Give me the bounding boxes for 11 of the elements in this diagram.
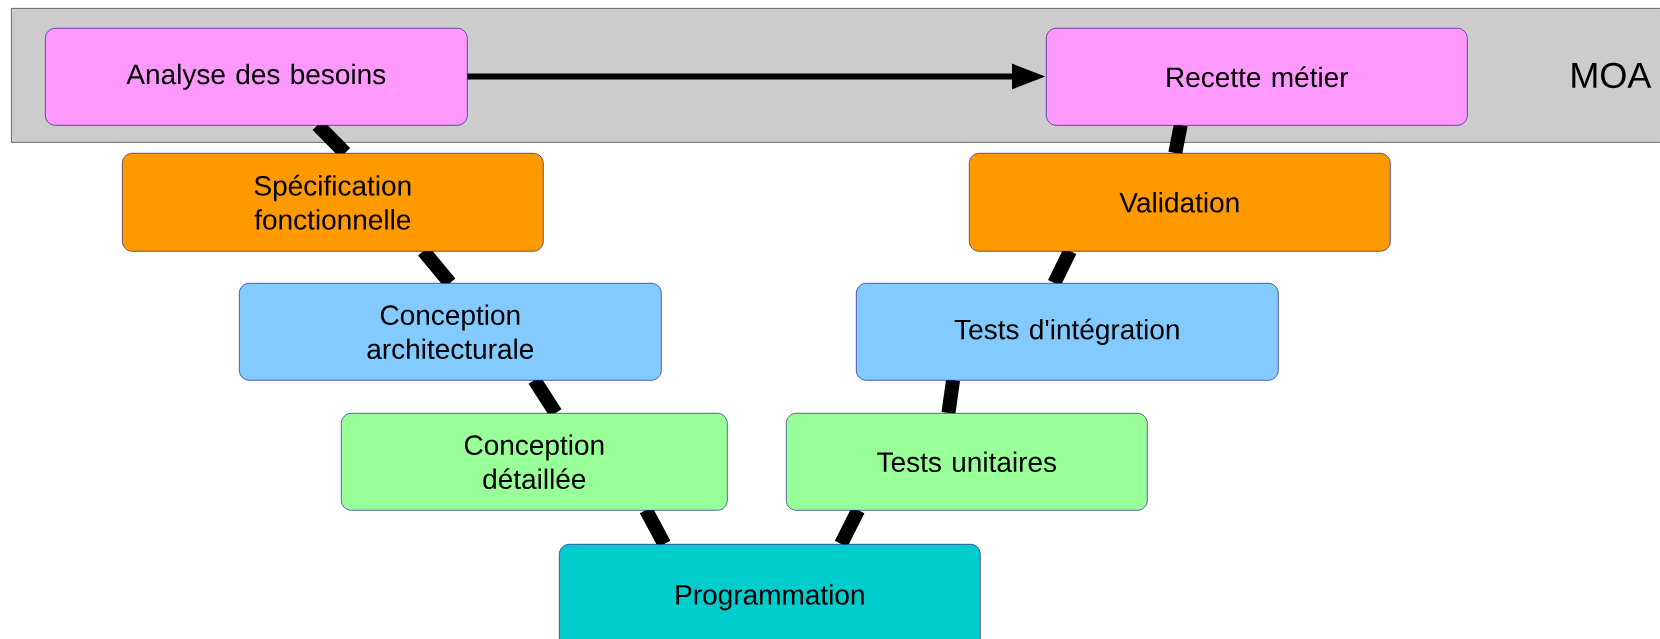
stage-box: Recette métier [1046, 28, 1468, 126]
connector-line [1168, 123, 1188, 155]
stage-box: Analyse des besoins [45, 28, 468, 126]
stage-box: Conception détaillée [341, 413, 728, 511]
stage-box: Spécification fonctionnelle [122, 153, 544, 252]
stage-box: Tests d'intégration [856, 283, 1279, 381]
connector-line [941, 379, 960, 414]
stage-box: Validation [969, 153, 1391, 252]
stage-box: Conception architecturale [239, 283, 662, 381]
stage-box: Tests unitaires [786, 413, 1148, 511]
stage-box: Programmation [559, 544, 981, 639]
